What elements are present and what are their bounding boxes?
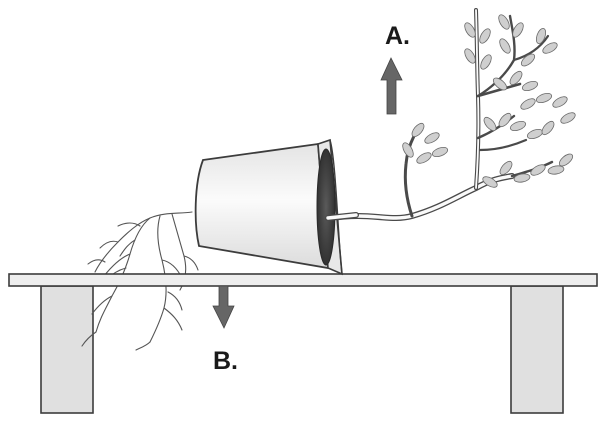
label-b: B. [213, 347, 238, 375]
label-a: A. [385, 22, 410, 50]
arrow-up-icon [380, 57, 403, 115]
plant-roots [81, 211, 199, 351]
flower-pot [194, 138, 343, 276]
plant-leaves [402, 14, 576, 188]
table-top [8, 273, 598, 287]
arrow-down-icon [212, 285, 235, 329]
table-leg-right [510, 285, 564, 414]
table-leg-left [40, 285, 94, 414]
plant-stem [329, 8, 554, 221]
pot-soil [316, 148, 336, 266]
